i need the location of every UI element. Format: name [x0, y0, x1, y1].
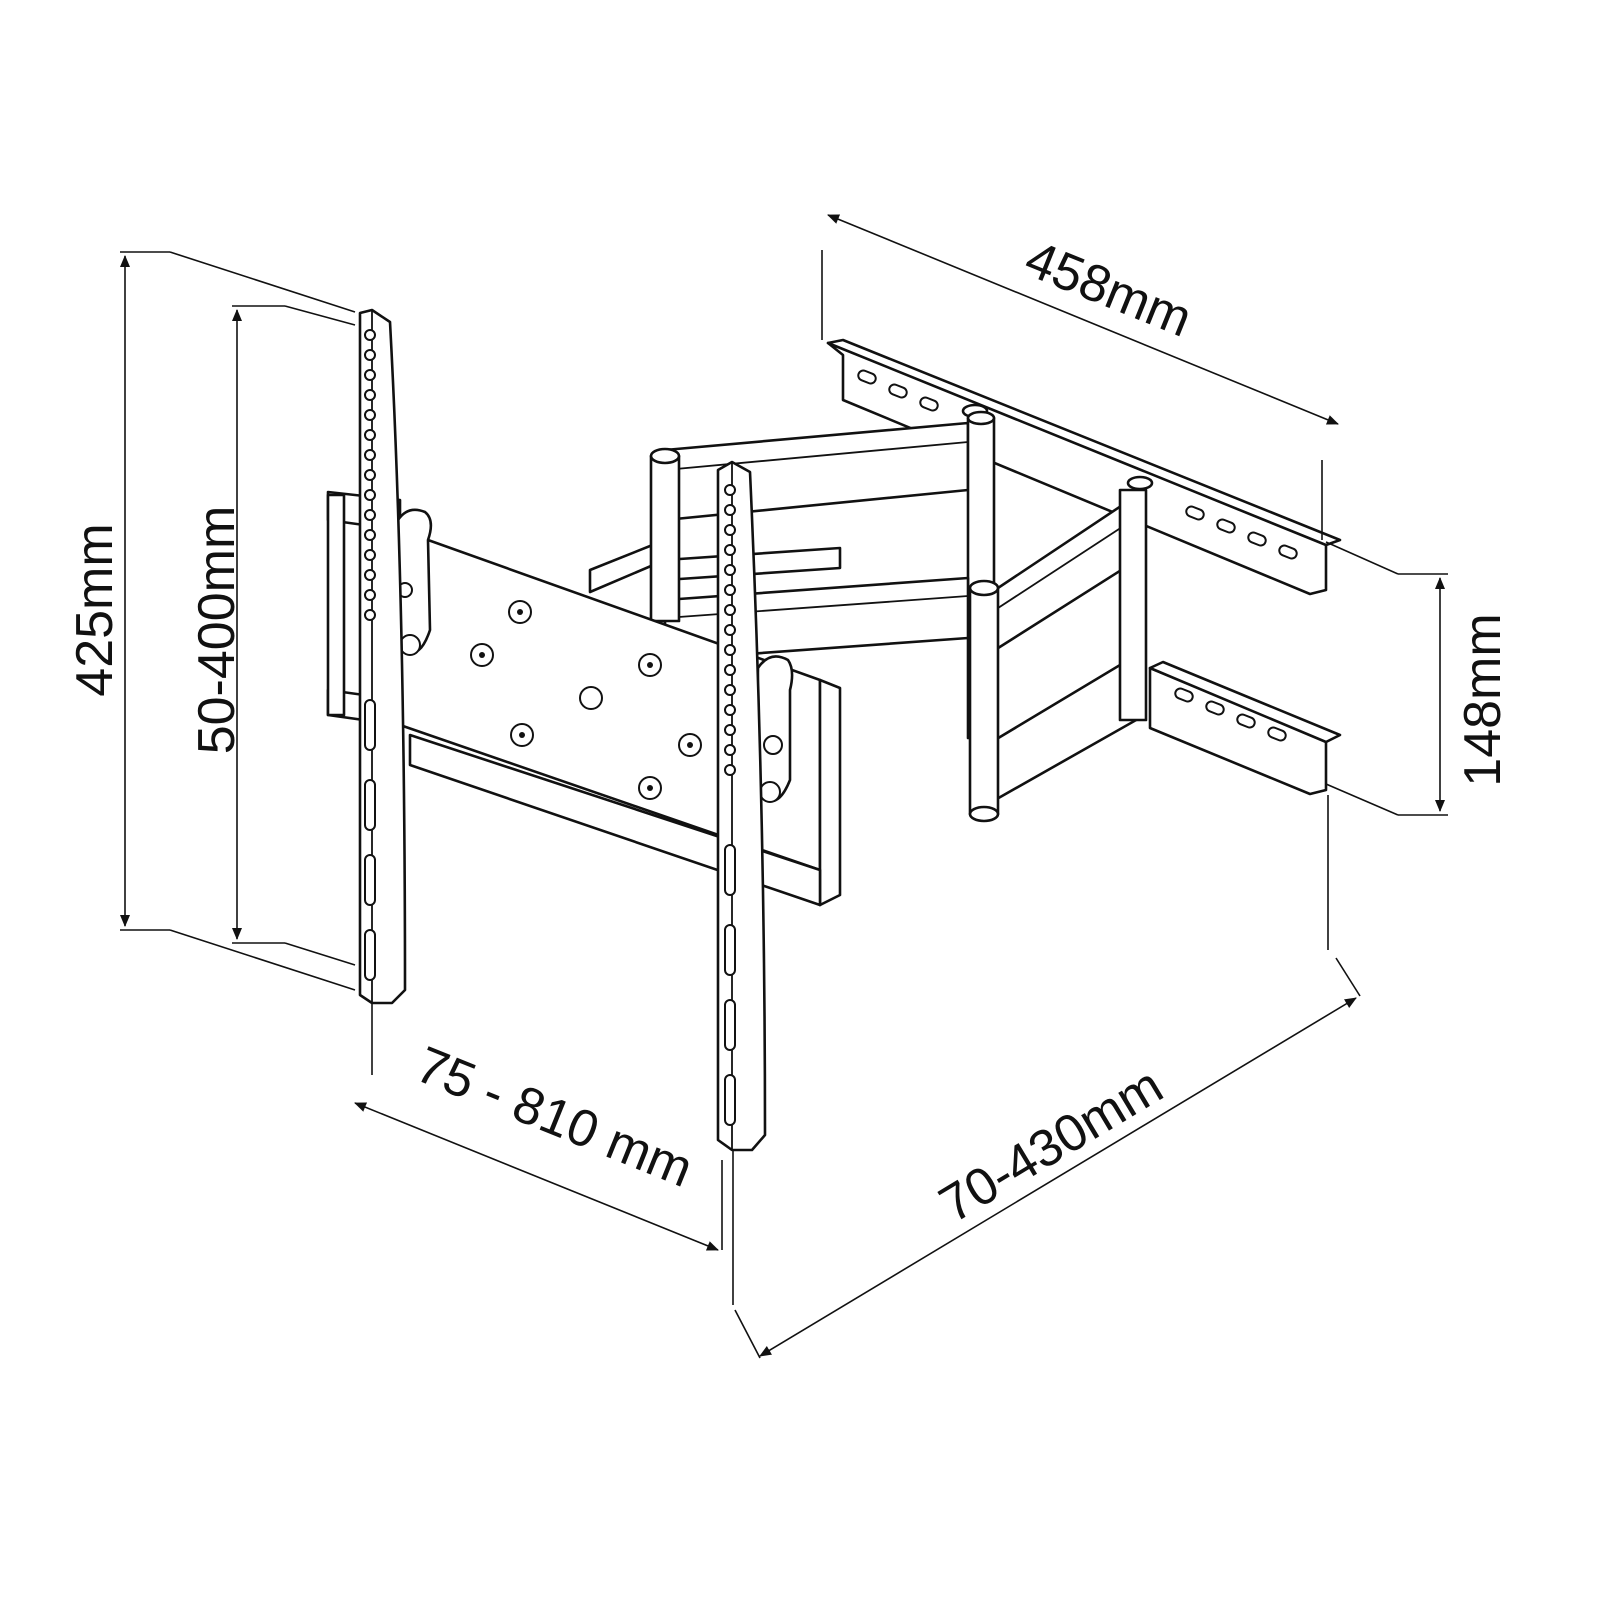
- bracket-holes-left: [364, 329, 376, 981]
- dimension-lines: [120, 214, 1448, 1359]
- dim-label-70-430: 70-430mm: [930, 1057, 1173, 1235]
- tv-vertical-bracket-left: [358, 308, 407, 1005]
- dim-label-50-400: 50-400mm: [188, 506, 246, 755]
- cross-plate-fasteners: [470, 600, 702, 800]
- dim-label-425: 425mm: [66, 523, 124, 696]
- tv-vertical-bracket-right: [716, 460, 767, 1152]
- bracket-holes-right: [724, 484, 736, 1126]
- dim-label-75-810: 75 - 810 mm: [408, 1036, 700, 1199]
- articulating-arms: [588, 410, 1148, 823]
- dim-label-458: 458mm: [1017, 230, 1200, 349]
- dim-label-148: 148mm: [1454, 613, 1512, 786]
